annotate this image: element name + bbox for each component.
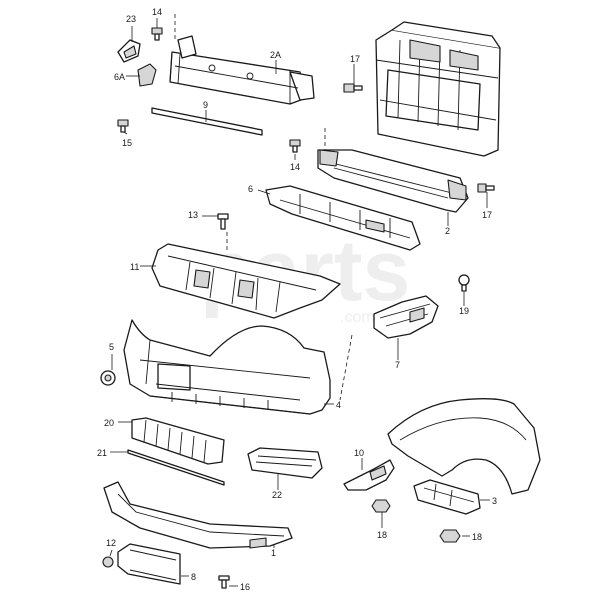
callout-labels: 23 14 2A 17 6A 9 15 14 6 17 13 2 11 19 5…	[97, 7, 497, 592]
callout-14: 14	[290, 162, 300, 172]
nut-icon	[371, 499, 391, 513]
callout-1: 1	[271, 548, 276, 558]
nut-icon	[439, 529, 461, 543]
callout-13: 13	[188, 210, 198, 220]
bolt-icon	[117, 119, 129, 133]
bolt-icon	[151, 27, 163, 41]
part-strip	[151, 107, 263, 136]
part-upper-carrier	[169, 35, 315, 105]
bolt-icon	[289, 139, 301, 153]
callout-7: 7	[395, 360, 400, 370]
callout-21: 21	[97, 448, 107, 458]
callout-10: 10	[354, 448, 364, 458]
callout-4: 4	[336, 400, 341, 410]
callout-23: 23	[126, 14, 136, 24]
part-bumper-guide	[413, 479, 481, 515]
part-license-plate-mount	[117, 543, 181, 585]
part-lower-grille	[131, 417, 225, 465]
part-side-grille	[247, 447, 323, 479]
bolt-icon	[458, 274, 470, 292]
callout-17: 17	[482, 210, 492, 220]
part-bumper-reinforcement	[317, 149, 469, 213]
callout-22: 22	[272, 490, 282, 500]
part-fender	[387, 398, 541, 495]
leader-lines	[109, 18, 490, 587]
bolt-icon	[343, 83, 363, 93]
callout-2: 2	[445, 226, 450, 236]
part-mounting-bracket	[373, 295, 439, 339]
callout-3: 3	[492, 496, 497, 506]
part-fender-bracket	[343, 459, 395, 491]
part-bumper-cover	[123, 319, 331, 415]
callout-12: 12	[106, 538, 116, 548]
part-energy-absorber	[265, 185, 421, 251]
callout-6: 6	[248, 184, 253, 194]
callout-14: 14	[152, 7, 162, 17]
part-bracket-face	[123, 45, 137, 59]
bolt-icon	[102, 556, 114, 568]
bolt-icon	[477, 183, 495, 193]
part-tow-cap	[100, 370, 116, 386]
bolt-icon	[217, 213, 229, 230]
callout-5: 5	[109, 342, 114, 352]
part-clip	[137, 63, 157, 87]
callout-17: 17	[350, 54, 360, 64]
part-radiator-support	[375, 21, 501, 157]
callout-9: 9	[203, 100, 208, 110]
callout-19: 19	[459, 306, 469, 316]
callout-6a: 6A	[114, 72, 125, 82]
watermark-subtext: .com	[340, 309, 375, 326]
assembly-line	[339, 334, 353, 401]
callout-20: 20	[104, 418, 114, 428]
callout-18: 18	[377, 530, 387, 540]
part-lower-spoiler	[103, 481, 293, 549]
callout-2a: 2A	[270, 50, 281, 60]
callout-11: 11	[130, 262, 139, 272]
screw-icon	[218, 575, 230, 589]
callout-16: 16	[240, 582, 250, 592]
callout-8: 8	[191, 572, 196, 582]
callout-15: 15	[122, 138, 132, 148]
callout-18: 18	[472, 532, 482, 542]
part-undertray	[151, 243, 341, 319]
